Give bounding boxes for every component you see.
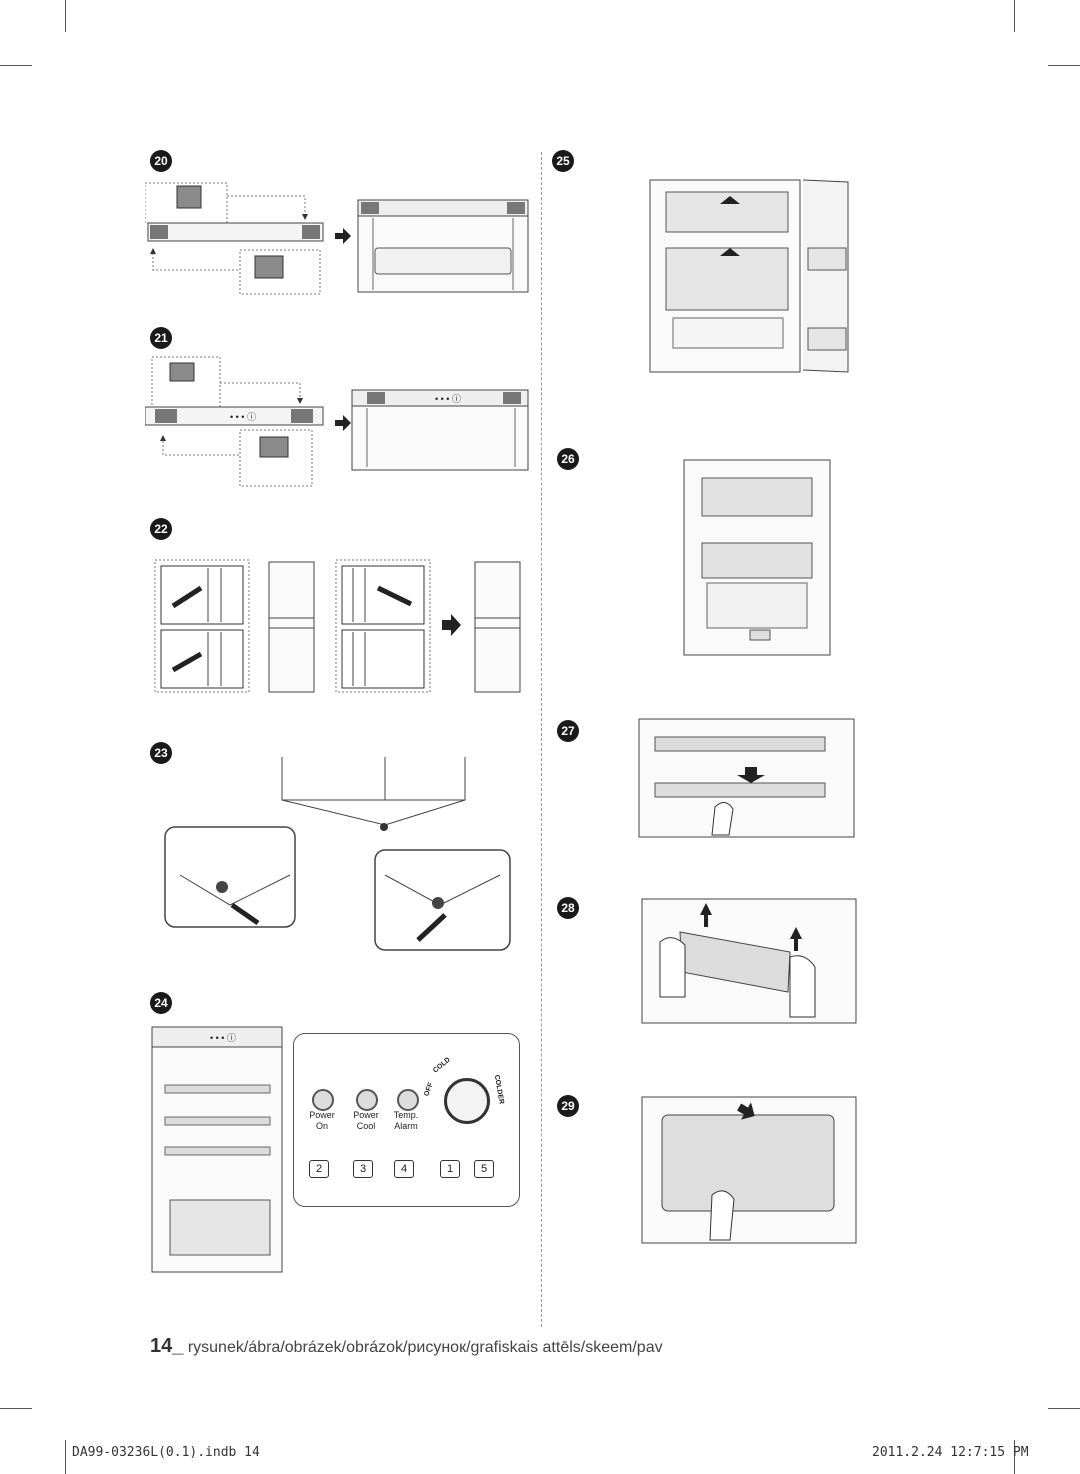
- figure-24-fridge-interior: • • • ⓘ: [151, 1026, 283, 1273]
- callout-5: 5: [474, 1160, 494, 1178]
- callout-1: 1: [440, 1160, 460, 1178]
- power-cool-button[interactable]: [356, 1089, 378, 1111]
- figure-23-leveling-feet: [164, 757, 511, 951]
- figure-number-25: 25: [552, 150, 574, 172]
- caption-text: rysunek/ábra/obrázek/obrázok/рисунок/gra…: [183, 1339, 663, 1356]
- crop-mark: [1014, 1440, 1015, 1474]
- figure-number-29: 29: [557, 1095, 579, 1117]
- temp-alarm-button[interactable]: [397, 1089, 419, 1111]
- figure-21-door-hinge: • • • ⓘ • • • ⓘ: [145, 356, 529, 487]
- figure-number-26: 26: [557, 448, 579, 470]
- figure-29-vegetable-drawer: [641, 1096, 857, 1244]
- page-number: 14_: [150, 1335, 184, 1357]
- svg-text:• • • ⓘ: • • • ⓘ: [230, 412, 256, 422]
- figure-number-21: 21: [150, 327, 172, 349]
- svg-text:• • • ⓘ: • • • ⓘ: [435, 394, 461, 404]
- dial-label-colder: COLDER: [492, 1074, 505, 1105]
- figure-25-drawers: [649, 179, 849, 373]
- crop-mark: [0, 65, 32, 66]
- power-on-button[interactable]: [312, 1089, 334, 1111]
- crop-mark: [65, 0, 66, 32]
- temperature-dial[interactable]: [444, 1078, 490, 1124]
- temp-alarm-label: Temp.Alarm: [393, 1110, 419, 1131]
- crop-mark: [0, 1408, 32, 1409]
- crop-mark: [65, 1440, 66, 1474]
- figure-26-freezer-shelves: [683, 459, 831, 656]
- crop-mark: [1048, 1408, 1080, 1409]
- column-divider: [541, 152, 542, 1327]
- figure-number-22: 22: [150, 518, 172, 540]
- footer-timestamp: 2011.2.24 12:7:15 PM: [872, 1445, 1029, 1460]
- callout-4: 4: [394, 1160, 414, 1178]
- callout-2: 2: [309, 1160, 329, 1178]
- figure-number-20: 20: [150, 150, 172, 172]
- figure-caption: 14_ rysunek/ábra/obrázek/obrázok/рисунок…: [150, 1335, 663, 1358]
- dial-label-off: OFF: [423, 1081, 435, 1098]
- figure-number-23: 23: [150, 742, 172, 764]
- figure-22-door-handle: [154, 559, 521, 693]
- figure-28-door-bin: [641, 898, 857, 1024]
- figure-number-28: 28: [557, 897, 579, 919]
- footer-file: DA99-03236L(0.1).indb 14: [72, 1445, 260, 1460]
- callout-3: 3: [353, 1160, 373, 1178]
- figure-number-24: 24: [150, 992, 172, 1014]
- figure-20-door-hinge: [145, 182, 529, 295]
- crop-mark: [1048, 65, 1080, 66]
- figure-number-27: 27: [557, 720, 579, 742]
- figure-27-glass-shelf: [638, 718, 855, 838]
- crop-mark: [1014, 0, 1015, 32]
- svg-text:• • • ⓘ: • • • ⓘ: [210, 1033, 236, 1043]
- dial-label-cold: COLD: [432, 1056, 452, 1075]
